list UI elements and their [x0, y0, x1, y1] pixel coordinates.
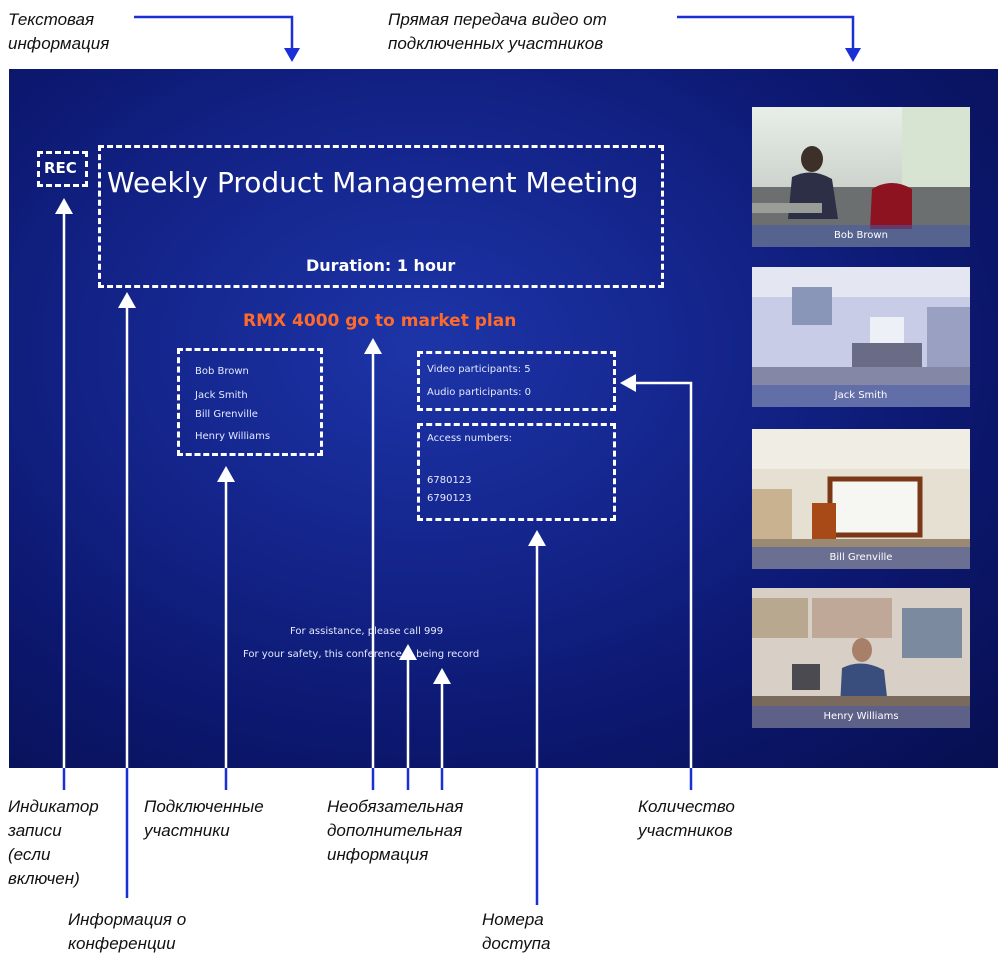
arrow-text-info — [134, 15, 300, 62]
access-numbers-box — [417, 423, 616, 521]
arrowhead-participant-count — [620, 374, 636, 392]
audio-participants: Audio participants: 0 — [427, 387, 532, 398]
video-name-bar — [752, 547, 970, 569]
assistance-text: For assistance, please call 999 — [290, 626, 444, 637]
video-frame-office — [752, 107, 970, 247]
arrowhead-rec — [55, 198, 73, 214]
arrowhead-conference-info — [118, 292, 136, 308]
access-number: 6790123 — [427, 493, 472, 504]
rec-indicator: REC — [44, 159, 77, 177]
participant-name: Bill Grenville — [195, 409, 258, 420]
callout-access-numbers: Номера доступа — [482, 910, 551, 953]
safety-text: For your safety, this conference is bein… — [243, 649, 480, 660]
callout-text-info: Текстовая информация — [8, 10, 110, 53]
arrowhead-connected — [217, 466, 235, 482]
video-frame-office — [752, 588, 970, 728]
video-name-bar — [752, 706, 970, 728]
arrow-participant-count — [636, 381, 693, 768]
participant-name: Jack Smith — [195, 390, 248, 401]
callout-live-video: Прямая передача видео от подключенных уч… — [388, 10, 607, 53]
conference-screen: REC Weekly Product Management Meeting Du… — [9, 69, 998, 768]
callout-participant-count: Количество участников — [638, 797, 735, 840]
video-tile: Bob Brown — [752, 107, 970, 247]
arrowhead-safety — [433, 668, 451, 684]
access-number: 6780123 — [427, 475, 472, 486]
meeting-title: Weekly Product Management Meeting — [107, 166, 639, 199]
video-participants: Video participants: 5 — [427, 364, 531, 375]
arrowhead-assistance — [399, 644, 417, 660]
callout-conference-info: Информация о конференции — [68, 910, 187, 953]
participant-count-box — [417, 351, 616, 411]
video-tile: Bill Grenville — [752, 429, 970, 569]
participant-name: Bob Brown — [195, 366, 249, 377]
video-name-bar — [752, 385, 970, 407]
meeting-duration: Duration: 1 hour — [306, 256, 456, 275]
callout-connected: Подключенные участники — [144, 797, 264, 840]
video-tile-name: Jack Smith — [834, 390, 888, 401]
rec-box — [37, 151, 88, 187]
access-label: Access numbers: — [427, 433, 513, 444]
participant-name: Henry Williams — [195, 431, 271, 442]
meeting-topic: RMX 4000 go to market plan — [243, 311, 517, 331]
callout-rec-indicator: Индикатор записи (если включен) — [8, 797, 99, 888]
video-tile-name: Bob Brown — [834, 230, 888, 241]
video-tile-name: Henry Williams — [823, 711, 899, 722]
video-tile: Henry Williams — [752, 588, 970, 728]
video-tile: Jack Smith — [752, 267, 970, 407]
arrow-lines-below-screen — [62, 768, 693, 905]
callout-optional-info: Необязательная дополнительная информация — [327, 797, 464, 864]
video-name-bar — [752, 225, 970, 247]
arrowhead-topic — [364, 338, 382, 354]
arrowhead-access-numbers — [528, 530, 546, 546]
video-frame-office — [752, 267, 970, 407]
participants-box — [177, 348, 323, 456]
video-tile-name: Bill Grenville — [829, 552, 893, 563]
conference-info-box — [98, 145, 664, 288]
arrow-live-video — [677, 15, 861, 62]
